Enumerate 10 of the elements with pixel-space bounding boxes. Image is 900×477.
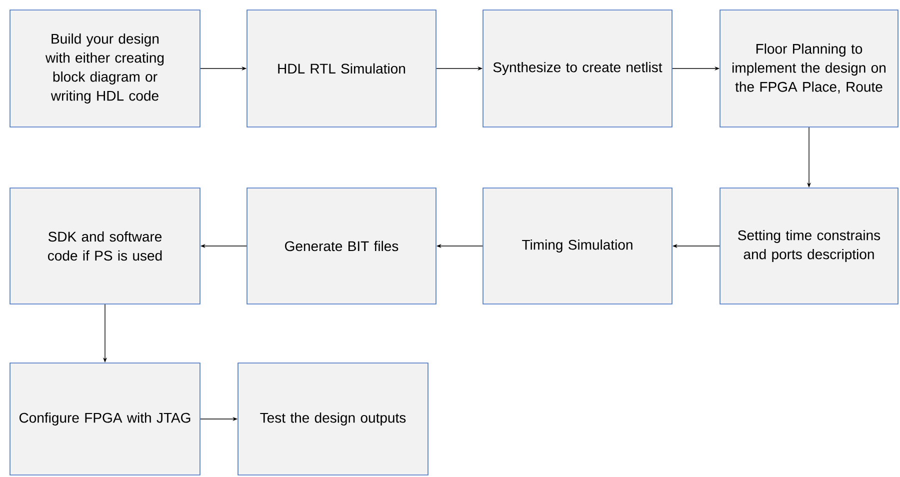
process-box: Configure FPGA with JTAG [10,362,200,476]
process-box: HDL RTL Simulation [246,10,436,128]
process-box: Generate BIT files [246,188,436,304]
process-box: Floor Planning to implement the design on the FPGA Place, Route [720,10,898,128]
process-box: Synthesize to create netlist [482,10,672,128]
process-box: SDK and software code if PS is used [10,188,200,304]
process-box: Timing Simulation [482,188,672,304]
process-box: Build your design with either creating block diagram or writing HDL code [10,10,200,128]
process-box: Setting time constrains and ports description [720,188,898,304]
process-box: Test the design outputs [238,362,428,476]
